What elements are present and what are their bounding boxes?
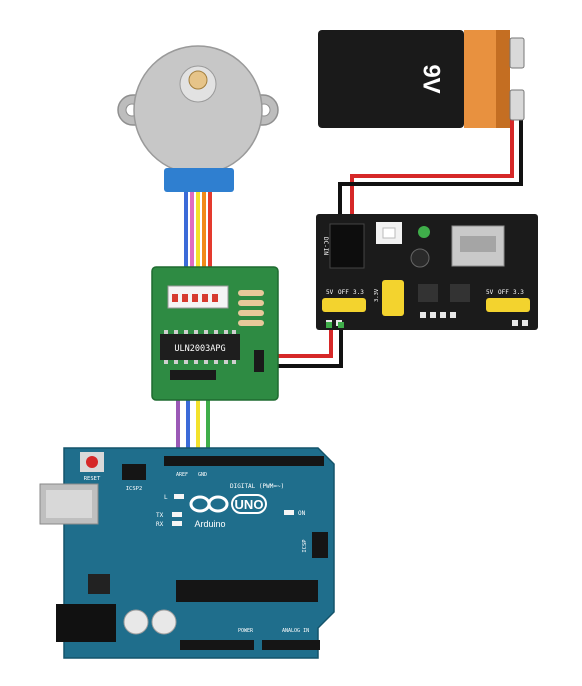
reset-label: RESET bbox=[84, 476, 101, 482]
icsp2-label: ICSP2 bbox=[126, 486, 143, 492]
digital-label: DIGITAL (PWM=~) bbox=[230, 483, 284, 490]
right-jumper bbox=[486, 298, 530, 312]
battery-label: 9V bbox=[418, 64, 445, 93]
led-rx bbox=[172, 521, 182, 526]
regulator-left bbox=[418, 284, 438, 302]
motor-shaft bbox=[188, 70, 208, 90]
right-33-label: 3.3 bbox=[513, 289, 524, 296]
battery-red-wire bbox=[350, 118, 514, 230]
left-jumper bbox=[322, 298, 366, 312]
stepper-motor bbox=[117, 45, 279, 192]
analog-label: ANALOG IN bbox=[282, 628, 309, 634]
motor-body bbox=[133, 45, 263, 175]
icsp-header bbox=[312, 532, 328, 558]
left-33-label: 3.3 bbox=[353, 289, 364, 296]
arduino-pcb bbox=[63, 447, 335, 659]
driver-chip-label: ULN2003APG bbox=[174, 344, 225, 354]
power-header bbox=[180, 640, 254, 650]
icsp-label: ICSP bbox=[302, 539, 308, 553]
power-capacitor bbox=[410, 248, 430, 268]
driver-black-wire bbox=[262, 330, 343, 368]
power-label: POWER bbox=[238, 628, 254, 634]
analog-header bbox=[262, 640, 320, 650]
motor-wire-housing bbox=[164, 168, 234, 192]
digital-header bbox=[164, 456, 324, 466]
regulator-right bbox=[450, 284, 470, 302]
battery-terminal-negative bbox=[509, 89, 525, 121]
left-5v-label: 5V bbox=[326, 289, 334, 296]
gnd-label: GND bbox=[198, 472, 207, 478]
power-wires bbox=[262, 118, 523, 368]
battery-body bbox=[318, 30, 464, 128]
atmega-chip bbox=[176, 580, 318, 602]
led-l-label: L bbox=[164, 494, 168, 501]
left-off-label: OFF bbox=[338, 289, 349, 296]
driver-resistors bbox=[238, 290, 264, 326]
on-label: ON bbox=[298, 510, 306, 517]
driver-red-wire bbox=[262, 330, 333, 358]
dc-in-label: DC-IN bbox=[322, 237, 329, 255]
battery-black-wire bbox=[338, 120, 523, 230]
arduino-dc-jack bbox=[56, 604, 116, 642]
icsp2-header bbox=[122, 464, 146, 480]
power-module: DC-IN 5V OFF 3.3 5V OFF 3.3 3.3V 5V bbox=[316, 214, 538, 330]
led-tx bbox=[172, 512, 182, 517]
power-led bbox=[418, 226, 430, 238]
aref-label: AREF bbox=[176, 472, 188, 478]
center-jumper bbox=[382, 280, 404, 316]
uno-logo: UNO bbox=[235, 497, 264, 512]
right-5v-label: 5V bbox=[486, 289, 494, 296]
led-tx-label: TX bbox=[156, 512, 164, 519]
battery-9v: 9V bbox=[318, 30, 525, 128]
driver-chip bbox=[160, 334, 240, 360]
arduino-uno: RESET ICSP2 AREF GND DIGITAL (PWM=~) L T… bbox=[39, 447, 335, 659]
arduino-capacitor-right bbox=[151, 609, 177, 635]
driver-input-header bbox=[170, 370, 216, 380]
arduino-regulator bbox=[88, 574, 110, 594]
led-l bbox=[174, 494, 184, 499]
driver-power-pins bbox=[254, 350, 264, 372]
battery-terminal-positive bbox=[509, 37, 525, 69]
led-rx-label: RX bbox=[156, 521, 164, 528]
v33-label: 3.3V bbox=[374, 288, 380, 302]
right-off-label: OFF bbox=[498, 289, 509, 296]
driver-board: ULN2003APG bbox=[151, 266, 279, 401]
uno-badge bbox=[231, 494, 267, 514]
dc-jack bbox=[329, 223, 365, 269]
arduino-capacitor-left bbox=[123, 609, 149, 635]
led-on bbox=[284, 510, 294, 515]
arduino-brand: Arduino bbox=[194, 519, 225, 529]
arduino-infinity-logo bbox=[189, 495, 229, 513]
